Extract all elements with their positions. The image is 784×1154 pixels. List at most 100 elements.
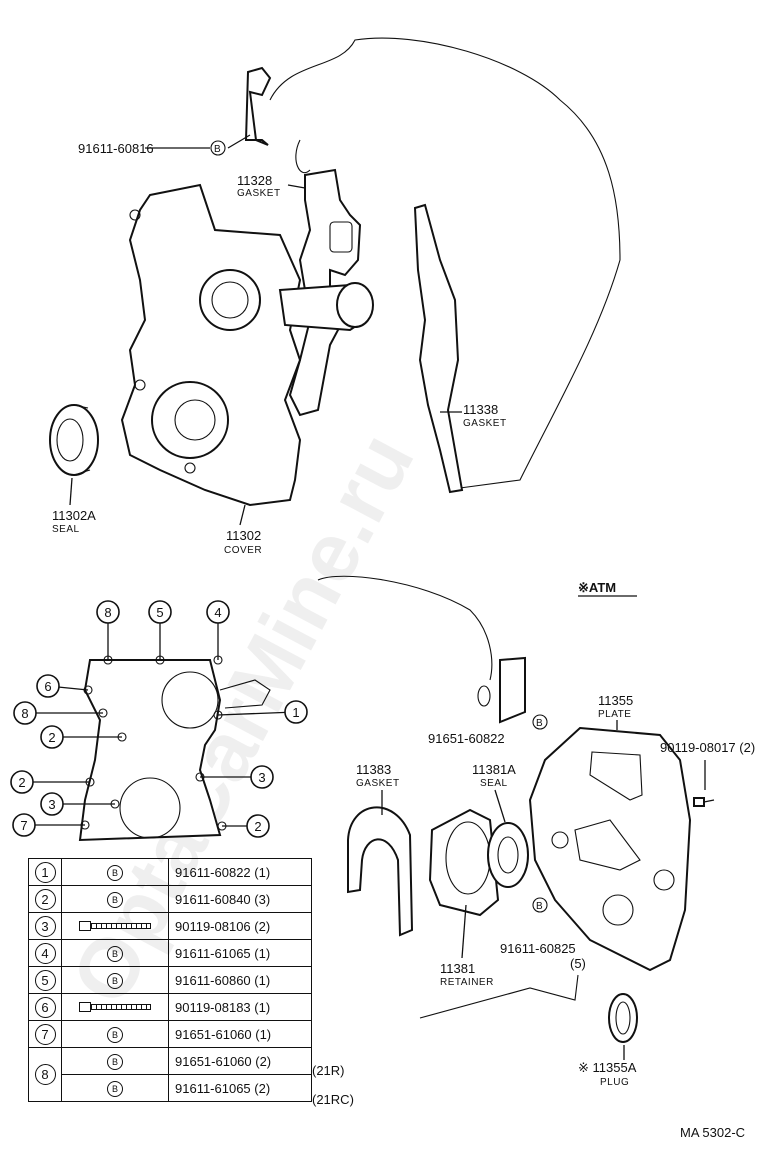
callout-11355a-name: PLUG xyxy=(600,1077,629,1088)
bolt-map-number: 6 xyxy=(44,679,51,694)
bolt-b-icon: B xyxy=(107,864,123,881)
bolt-map-circle xyxy=(36,674,60,698)
bolt-map-circle xyxy=(246,814,270,838)
bolt-b-icon xyxy=(210,140,226,156)
bolt-symbol: B xyxy=(536,901,543,912)
bolt-map-number: 7 xyxy=(20,818,27,833)
legend-row: B 91611-61065 (2) xyxy=(29,1074,312,1102)
legend-key-number: 7 xyxy=(34,1023,56,1045)
legend-icon-cell: B xyxy=(61,966,169,994)
bolt-map-circle xyxy=(12,813,36,837)
callout-11338: 11338 xyxy=(463,402,498,417)
callout-11383: 11383 xyxy=(356,762,391,777)
legend-icon-cell: B xyxy=(61,1074,169,1102)
legend-engine-suffix: (21RC) xyxy=(312,1091,354,1107)
callout-11383-name: GASKET xyxy=(356,778,400,789)
legend-part-number: 91611-60840 (3) xyxy=(168,885,312,913)
engine-outline-lower xyxy=(317,575,493,681)
callout-90119-08017: 90119-08017 (2) xyxy=(660,740,755,755)
bolt-b-icon: B xyxy=(107,1026,123,1043)
bolt-b-icon: B xyxy=(107,1080,123,1097)
callout-91611-60816: 91611-60816 xyxy=(78,141,154,156)
bolt-map-circle xyxy=(148,600,172,624)
legend-icon-cell: B xyxy=(61,939,169,967)
callout-11328-name: GASKET xyxy=(237,188,281,199)
bolt-map-circle xyxy=(284,700,308,724)
bolt-symbol: B xyxy=(214,144,221,155)
bolt-hole-marker xyxy=(110,799,120,809)
lifting-hook xyxy=(244,66,272,146)
bolt-map-number: 3 xyxy=(48,797,55,812)
legend-key-cell: 8 xyxy=(28,1047,62,1102)
callout-91611-60825-qty: (5) xyxy=(570,956,586,971)
bolt-map-circle xyxy=(206,600,230,624)
hex-bolt-icon xyxy=(79,1001,151,1012)
bolt-map-number: 1 xyxy=(292,705,299,720)
bolt-map-circle xyxy=(40,725,64,749)
legend-part-number: 91611-61065 (2) xyxy=(168,1074,312,1102)
bolt-hole-marker xyxy=(217,821,227,831)
callout-11381a: 11381A xyxy=(472,762,516,777)
legend-key-cell: 6 xyxy=(28,993,62,1021)
legend-key-cell: 2 xyxy=(28,885,62,913)
bolt-hole-marker xyxy=(98,708,108,718)
legend-icon-cell: B xyxy=(61,1020,169,1048)
callout-11355-name: PLATE xyxy=(598,709,631,720)
bolt-hole-marker xyxy=(155,655,165,665)
bracket-91651 xyxy=(499,656,526,724)
legend-part-number: 91611-60860 (1) xyxy=(168,966,312,994)
bolt-90119-08017 xyxy=(693,760,715,807)
timing-cover-11302 xyxy=(120,183,302,507)
bolt-symbol: B xyxy=(536,718,543,729)
callout-91611-60825: 91611-60825 xyxy=(500,941,576,956)
bolt-map-circle xyxy=(13,701,37,725)
bolt-hole-marker xyxy=(83,685,93,695)
atm-label: ※ATM xyxy=(578,580,616,595)
legend-row: 3 90119-08106 (2) xyxy=(28,912,312,940)
bolt-b-icon: B xyxy=(107,1053,123,1070)
bolt-map-circle xyxy=(96,600,120,624)
legend-icon-cell: B xyxy=(61,858,169,886)
legend-icon-cell: B xyxy=(61,885,169,913)
retainer-11381 xyxy=(428,808,500,917)
bolt-hole-marker xyxy=(213,655,223,665)
bolt-hole-marker xyxy=(80,820,90,830)
bolt-map-circle xyxy=(40,792,64,816)
legend-key-number: 4 xyxy=(34,942,56,964)
bolt-map-circle xyxy=(10,770,34,794)
bolt-b-icon: B xyxy=(107,972,123,989)
bolt-hole-marker xyxy=(195,772,205,782)
legend-part-number: 91611-61065 (1) xyxy=(168,939,312,967)
bolt-hole-marker xyxy=(85,777,95,787)
gasket-11383 xyxy=(347,806,414,937)
callout-11381: 11381 xyxy=(440,961,475,976)
plug-11355a xyxy=(608,993,638,1043)
callout-11355a: ※ 11355A xyxy=(578,1060,637,1075)
hex-bolt-icon xyxy=(79,920,151,931)
bolt-map-number: 8 xyxy=(21,706,28,721)
legend-key-cell: 1 xyxy=(28,858,62,886)
plate-11355 xyxy=(528,726,692,972)
bolt-map-number: 5 xyxy=(156,605,163,620)
legend-part-number: 90119-08106 (2) xyxy=(168,912,312,940)
bolt-hole-marker xyxy=(213,710,223,720)
callout-11302a-name: SEAL xyxy=(52,524,80,535)
bolt-b-icon: B xyxy=(107,945,123,962)
callout-91651-60822: 91651-60822 xyxy=(428,731,505,746)
legend-row: 5 B 91611-60860 (1) xyxy=(28,966,312,994)
diagram-code: MA 5302-C xyxy=(680,1125,745,1140)
seal-11381a xyxy=(487,822,529,888)
callout-11302a: 11302A xyxy=(52,508,96,523)
legend-row: 4 B 91611-61065 (1) xyxy=(28,939,312,967)
callout-11302: 11302 xyxy=(226,528,261,543)
legend-key-cell: 5 xyxy=(28,966,62,994)
legend-key-cell: 3 xyxy=(28,912,62,940)
bolt-map-leader xyxy=(217,711,297,716)
callout-11328: 11328 xyxy=(237,173,272,188)
callout-11338-name: GASKET xyxy=(463,418,507,429)
bolt-map-number: 2 xyxy=(254,819,261,834)
legend-key-number: 2 xyxy=(34,888,56,910)
